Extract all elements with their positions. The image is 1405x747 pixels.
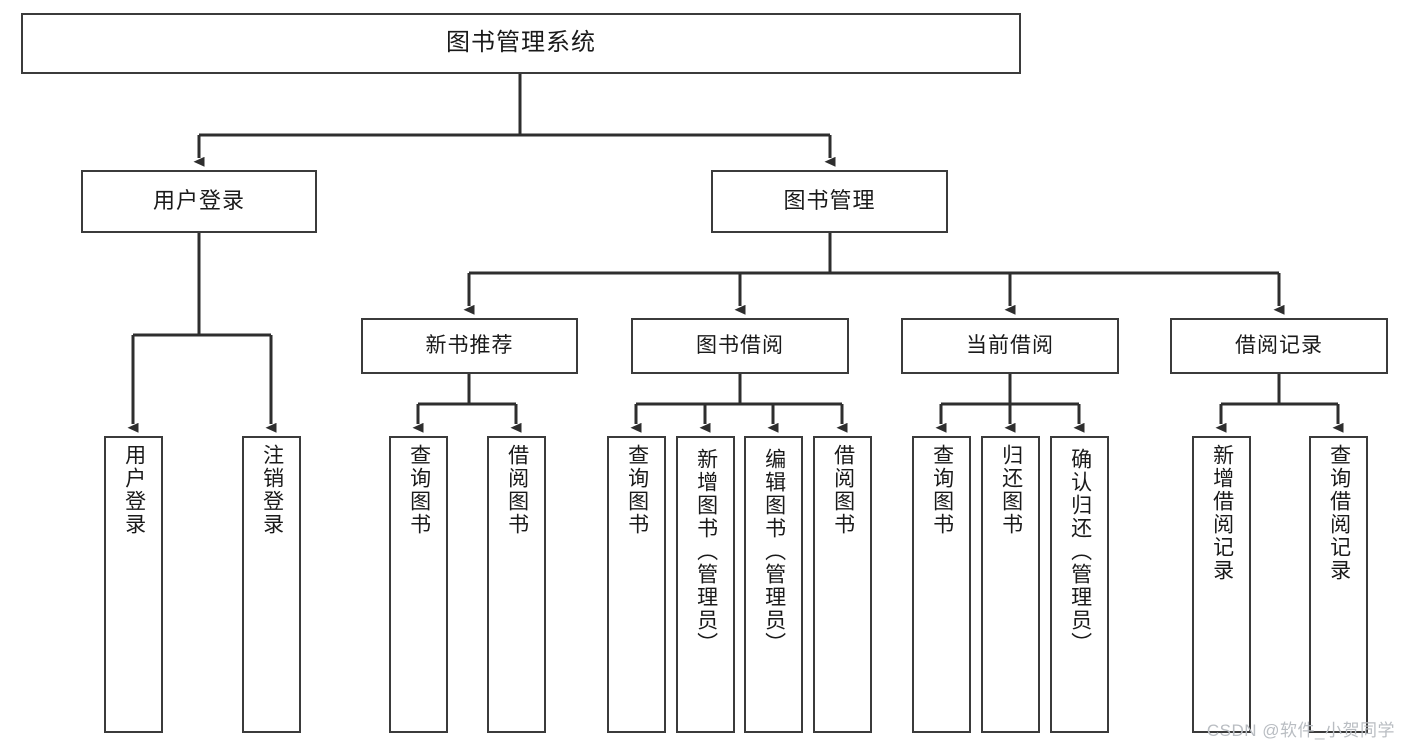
- node-label: 查询图书: [407, 444, 431, 536]
- watermark-text: CSDN @软件_小贺同学: [1206, 721, 1395, 740]
- node-label: 新增借阅记录: [1210, 444, 1234, 582]
- leaf-current-return-book[interactable]: 归还图书: [981, 436, 1040, 733]
- node-label: 借阅图书: [505, 444, 529, 536]
- node-label: 当前借阅: [966, 334, 1054, 358]
- node-label: 用户登录: [152, 188, 245, 214]
- leaf-recommend-query-book[interactable]: 查询图书: [389, 436, 448, 733]
- node-root-system[interactable]: 图书管理系统: [21, 13, 1021, 74]
- leaf-current-query-book[interactable]: 查询图书: [912, 436, 971, 733]
- leaf-record-add-record[interactable]: 新增借阅记录: [1192, 436, 1251, 733]
- node-label: 编辑图书（管理员）: [762, 448, 786, 655]
- node-label: 注销登录: [260, 444, 284, 536]
- node-user-login[interactable]: 用户登录: [81, 170, 317, 233]
- leaf-borrow-edit-book-admin[interactable]: 编辑图书（管理员）: [744, 436, 803, 733]
- node-label: 图书管理: [783, 188, 876, 214]
- leaf-record-query-record[interactable]: 查询借阅记录: [1309, 436, 1368, 733]
- node-label: 查询借阅记录: [1327, 444, 1351, 582]
- node-book-borrow[interactable]: 图书借阅: [631, 318, 849, 374]
- node-label: 新书推荐: [425, 334, 514, 358]
- node-label: 图书借阅: [696, 334, 784, 358]
- leaf-borrow-query-book[interactable]: 查询图书: [607, 436, 666, 733]
- leaf-current-confirm-return-admin[interactable]: 确认归还（管理员）: [1050, 436, 1109, 733]
- node-book-management[interactable]: 图书管理: [711, 170, 948, 233]
- leaf-user-login-logout[interactable]: 注销登录: [242, 436, 301, 733]
- node-label: 查询图书: [930, 444, 954, 536]
- node-label: 归还图书: [999, 444, 1023, 536]
- node-label: 新增图书（管理员）: [694, 448, 718, 655]
- node-label: 借阅记录: [1235, 334, 1323, 358]
- leaf-user-login-login[interactable]: 用户登录: [104, 436, 163, 733]
- node-borrow-record[interactable]: 借阅记录: [1170, 318, 1388, 374]
- node-current-borrow[interactable]: 当前借阅: [901, 318, 1119, 374]
- node-new-book-recommend[interactable]: 新书推荐: [361, 318, 578, 374]
- node-label: 借阅图书: [831, 444, 855, 536]
- node-label: 用户登录: [122, 444, 146, 536]
- node-label: 图书管理系统: [446, 29, 596, 57]
- leaf-borrow-borrow-book[interactable]: 借阅图书: [813, 436, 872, 733]
- node-label: 查询图书: [625, 444, 649, 536]
- node-label: 确认归还（管理员）: [1068, 448, 1092, 655]
- leaf-borrow-add-book-admin[interactable]: 新增图书（管理员）: [676, 436, 735, 733]
- leaf-recommend-borrow-book[interactable]: 借阅图书: [487, 436, 546, 733]
